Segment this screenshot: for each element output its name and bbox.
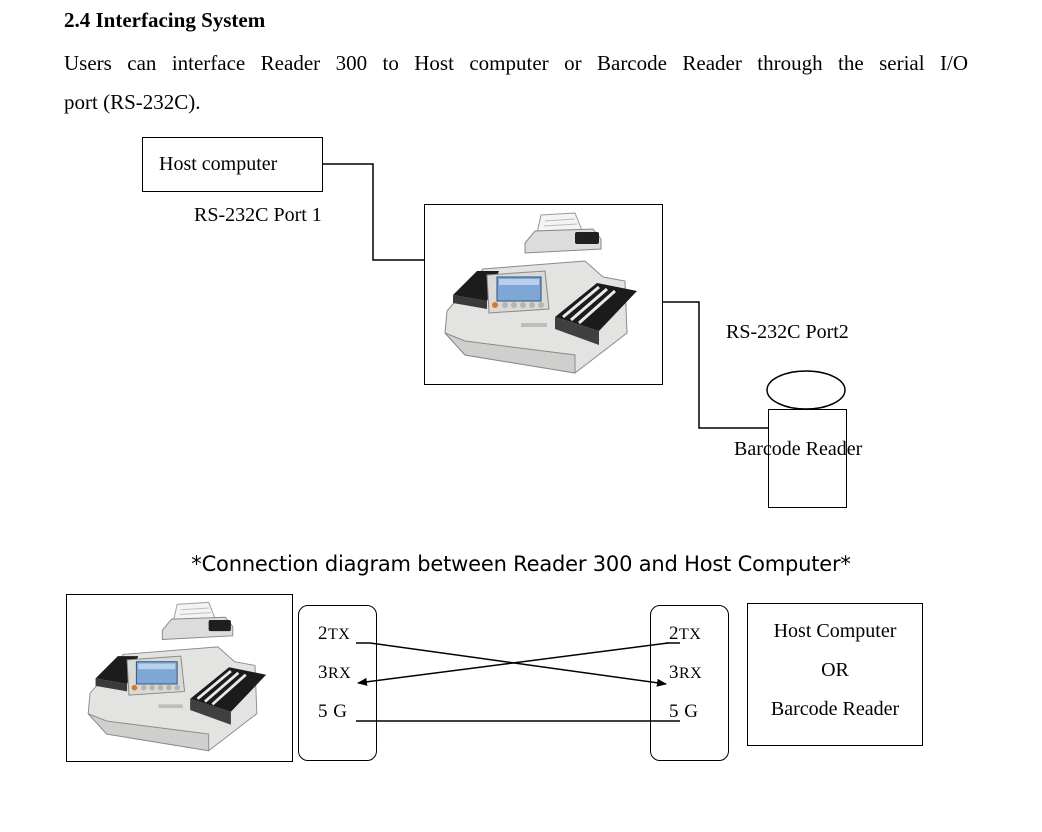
left-pin-tx-signal: TX bbox=[328, 626, 351, 643]
target-label-host: Host Computer bbox=[773, 620, 897, 642]
target-label-barcode: Barcode Reader bbox=[770, 698, 900, 720]
left-pin-gnd: 5 G bbox=[318, 701, 347, 723]
port2-label: RS-232C Port2 bbox=[726, 321, 849, 343]
host-computer-label: Host computer bbox=[159, 153, 278, 175]
section-paragraph: Users can interface Reader 300 to Host c… bbox=[64, 44, 968, 122]
left-pin-tx-number: 2 bbox=[318, 623, 328, 644]
paragraph-line-2: port (RS-232C). bbox=[64, 90, 201, 114]
host-or-barcode-box bbox=[747, 603, 923, 746]
right-pin-tx-number: 2 bbox=[669, 623, 679, 644]
barcode-reader-label: Barcode Reader bbox=[734, 438, 863, 460]
right-pin-tx-signal: TX bbox=[679, 626, 702, 643]
right-pin-tx: 2TX bbox=[669, 623, 701, 645]
right-pin-gnd-signal: G bbox=[679, 701, 699, 722]
paragraph-line-1: Users can interface Reader 300 to Host c… bbox=[64, 51, 968, 75]
tx-to-rx-wire bbox=[369, 642, 667, 687]
right-pin-gnd: 5 G bbox=[669, 701, 698, 723]
left-pin-gnd-number: 5 bbox=[318, 701, 328, 722]
reader-300-device-image-bottom bbox=[87, 601, 267, 752]
left-pin-rx: 3RX bbox=[318, 662, 351, 684]
left-pin-gnd-signal: G bbox=[328, 701, 348, 722]
right-pin-gnd-number: 5 bbox=[669, 701, 679, 722]
reader-300-image-frame-bottom bbox=[66, 594, 293, 762]
port2-cable bbox=[632, 301, 768, 429]
right-pin-rx-number: 3 bbox=[669, 662, 679, 683]
left-pin-rx-signal: RX bbox=[328, 665, 352, 682]
port1-label: RS-232C Port 1 bbox=[194, 204, 322, 226]
right-pin-rx-signal: RX bbox=[679, 665, 703, 682]
reader-300-image-frame bbox=[424, 204, 663, 385]
connection-diagram-caption: *Connection diagram between Reader 300 a… bbox=[191, 552, 851, 576]
host-computer-box: Host computer bbox=[142, 137, 323, 192]
reader-300-device-image bbox=[444, 212, 637, 374]
section-heading: 2.4 Interfacing System bbox=[64, 8, 266, 32]
rx-from-tx-wire bbox=[357, 642, 669, 686]
left-pin-rx-number: 3 bbox=[318, 662, 328, 683]
port1-cable bbox=[322, 163, 425, 261]
barcode-reader-body bbox=[768, 409, 847, 508]
right-pin-rx: 3RX bbox=[669, 662, 702, 684]
target-label-or: OR bbox=[821, 659, 849, 681]
left-pin-tx: 2TX bbox=[318, 623, 350, 645]
